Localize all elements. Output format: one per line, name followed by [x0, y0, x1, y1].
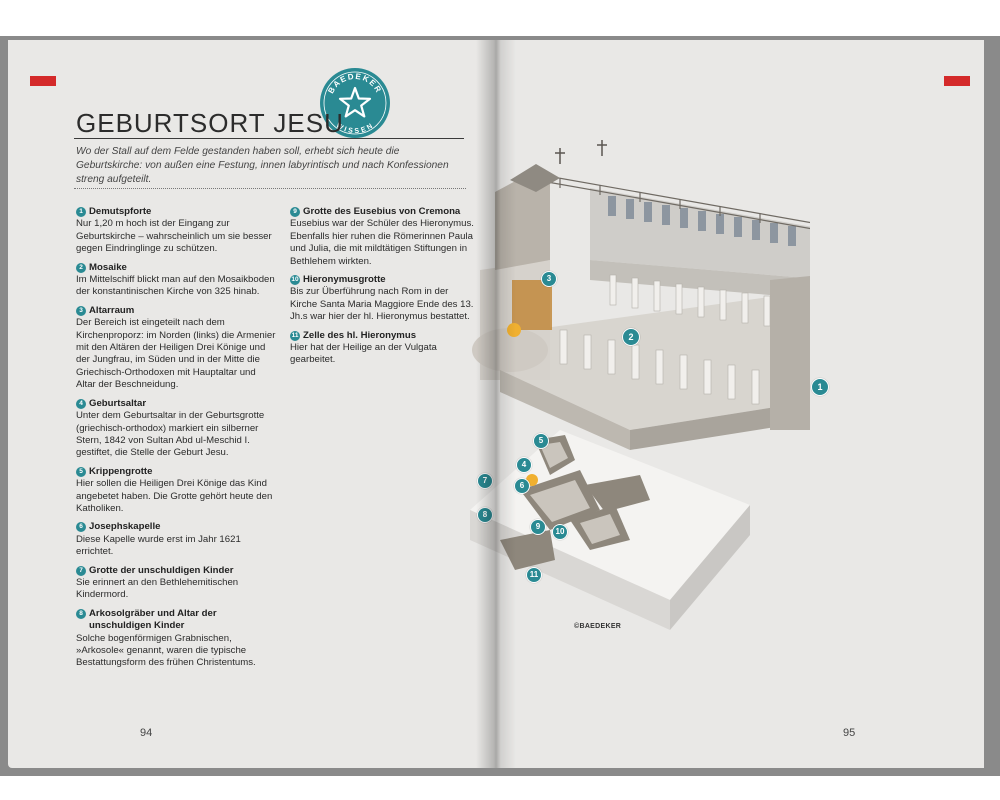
entry-title: Mosaike: [89, 261, 127, 273]
entry-title: Grotte des Eusebius von Cremona: [303, 206, 461, 217]
number-badge: 1: [76, 207, 86, 217]
entry-title: Altarraum: [89, 304, 135, 316]
entry-title: Geburtsaltar: [89, 397, 147, 409]
title-divider: [74, 138, 464, 139]
illustration-marker: 11: [526, 567, 542, 583]
illustration-marker: 7: [477, 473, 493, 489]
entry-title: Grotte der unschuldigen Kinder: [89, 564, 234, 576]
baedeker-wissen-badge: BAEDEKER WISSEN: [320, 68, 390, 138]
intro-text: Wo der Stall auf dem Felde gestanden hab…: [76, 146, 449, 185]
entry-title: Demutspforte: [89, 206, 152, 217]
entry-text: Bis zur Überführung nach Rom in der Kirc…: [290, 286, 474, 323]
entry-title: Krippengrotte: [89, 465, 153, 477]
red-section-tab-left: [30, 76, 56, 86]
illustration-marker: 2: [622, 328, 640, 346]
page-number-left: 94: [140, 727, 153, 739]
entry-title: Arkosolgräber und Altar der unschuldigen…: [89, 607, 217, 632]
entry-title: Josephskapelle: [89, 521, 161, 533]
entry-text: Hier hat der Heilige an der Vulgata gear…: [290, 342, 437, 366]
illustration-marker: 10: [552, 524, 568, 540]
number-badge: 9: [290, 207, 300, 217]
number-badge: 4: [76, 398, 86, 409]
illustration-marker: 4: [516, 457, 532, 473]
number-badge: 8: [76, 608, 86, 619]
illustration-marker: 9: [530, 519, 546, 535]
number-badge: 6: [76, 522, 86, 533]
red-section-tab-right: [944, 76, 970, 86]
page-number-right: 95: [843, 727, 856, 739]
star-icon: [338, 86, 372, 118]
number-badge: 5: [76, 466, 86, 477]
illustration-marker: 8: [477, 507, 493, 523]
page-title: GEBURTSORT JESU: [76, 108, 344, 138]
entry-title: Hieronymusgrotte: [303, 274, 386, 286]
illustration-marker: 1: [811, 378, 829, 396]
number-badge: 11: [290, 330, 300, 341]
intro-divider: [74, 188, 466, 189]
entry-text: Diese Kapelle wurde erst im Jahr 1621 er…: [76, 533, 241, 558]
copyright-label: ©BAEDEKER: [574, 623, 622, 630]
number-badge: 2: [76, 262, 86, 273]
entry-text: Nur 1,20 m hoch ist der Eingang zur Gebu…: [76, 218, 272, 255]
number-badge: 7: [76, 565, 86, 576]
number-badge: 10: [290, 275, 300, 286]
entry-text: Hier sollen die Heiligen Drei Könige das…: [76, 478, 273, 514]
entry-title: Zelle des hl. Hieronymus: [303, 329, 417, 341]
number-badge: 3: [76, 305, 86, 316]
left-page: [8, 40, 496, 768]
illustration-marker: 3: [541, 271, 557, 287]
entry-text: Unter dem Geburtsaltar in der Geburtsgro…: [76, 410, 265, 459]
illustration-marker: 5: [533, 433, 549, 449]
illustration-marker: 6: [514, 478, 530, 494]
entry-text: Solche bogenförmigen Grabnischen, »Arkos…: [76, 632, 256, 669]
entry-text: Eusebius war der Schüler des Hieronymus.…: [290, 218, 474, 267]
church-cutaway-illustration: [470, 140, 810, 630]
entry-text: Im Mittelschiff blickt man auf den Mosai…: [76, 274, 275, 298]
entry-text: Sie erinnert an den Bethlehemitischen Ki…: [76, 576, 239, 601]
entry-text: Der Bereich ist eingeteilt nach dem Kirc…: [76, 317, 276, 391]
